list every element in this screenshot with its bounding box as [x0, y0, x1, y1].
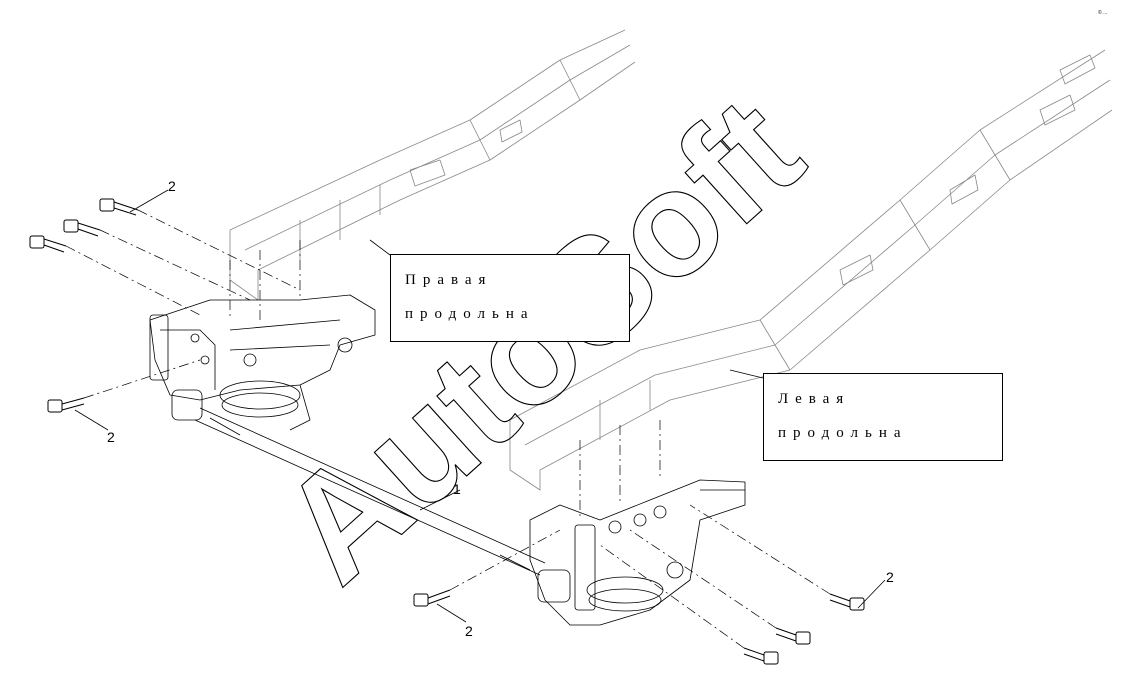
left-frame-rail	[509, 49, 1113, 491]
right-suspension-mount	[149, 294, 376, 431]
right-rail-label: Правая продольна	[390, 254, 630, 342]
bolt-3	[29, 235, 67, 253]
bolt-2	[63, 219, 101, 237]
bolt-7	[775, 627, 811, 645]
bolt-6	[743, 647, 779, 665]
callout-stabilizer-bar: 1	[453, 481, 461, 497]
right-rail-label-line2: продольна	[405, 306, 535, 322]
bolts	[29, 198, 865, 665]
bolt-5	[413, 589, 451, 607]
callout-bolt-top: 2	[168, 178, 176, 194]
stabilizer-bar	[194, 407, 546, 576]
right-rail-label-line1: Правая	[405, 272, 493, 288]
bolt-4	[47, 397, 85, 413]
corner-mark: © ...	[1098, 9, 1107, 16]
leader-lines	[74, 189, 886, 623]
callout-bolt-right: 2	[886, 569, 894, 585]
right-frame-rail	[229, 29, 636, 301]
bolt-1	[99, 198, 139, 216]
bolt-8	[829, 593, 865, 611]
left-rail-label-line1: Левая	[778, 391, 851, 407]
callout-bolt-bottom: 2	[465, 623, 473, 639]
left-rail-label-line2: продольна	[778, 425, 908, 441]
alignment-lines	[65, 209, 831, 649]
left-rail-label: Левая продольна	[763, 373, 1003, 461]
left-suspension-mount	[529, 479, 746, 626]
callout-bolt-left: 2	[107, 429, 115, 445]
